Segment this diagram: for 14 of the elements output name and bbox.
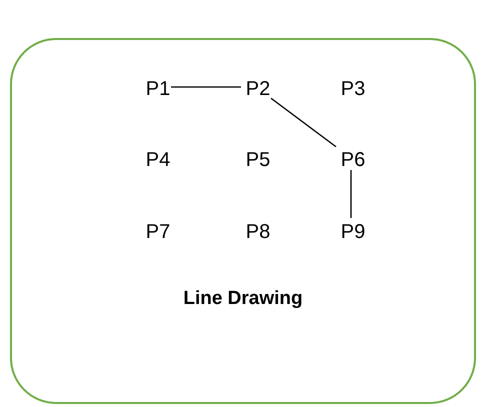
rounded-panel [10, 38, 476, 404]
point-label: P1 [146, 78, 170, 100]
connector-line [270, 98, 336, 148]
point-label: P7 [146, 221, 170, 243]
point-label: P6 [340, 149, 366, 171]
point-label: P8 [246, 221, 270, 243]
point-label: P2 [246, 78, 270, 100]
connector-line [171, 86, 241, 88]
point-label: P4 [146, 149, 170, 171]
point-label: P9 [340, 221, 366, 243]
point-label: P5 [246, 149, 270, 171]
panel-title: Line Drawing [182, 288, 304, 310]
connector-line [350, 170, 352, 218]
point-label: P3 [340, 78, 366, 100]
